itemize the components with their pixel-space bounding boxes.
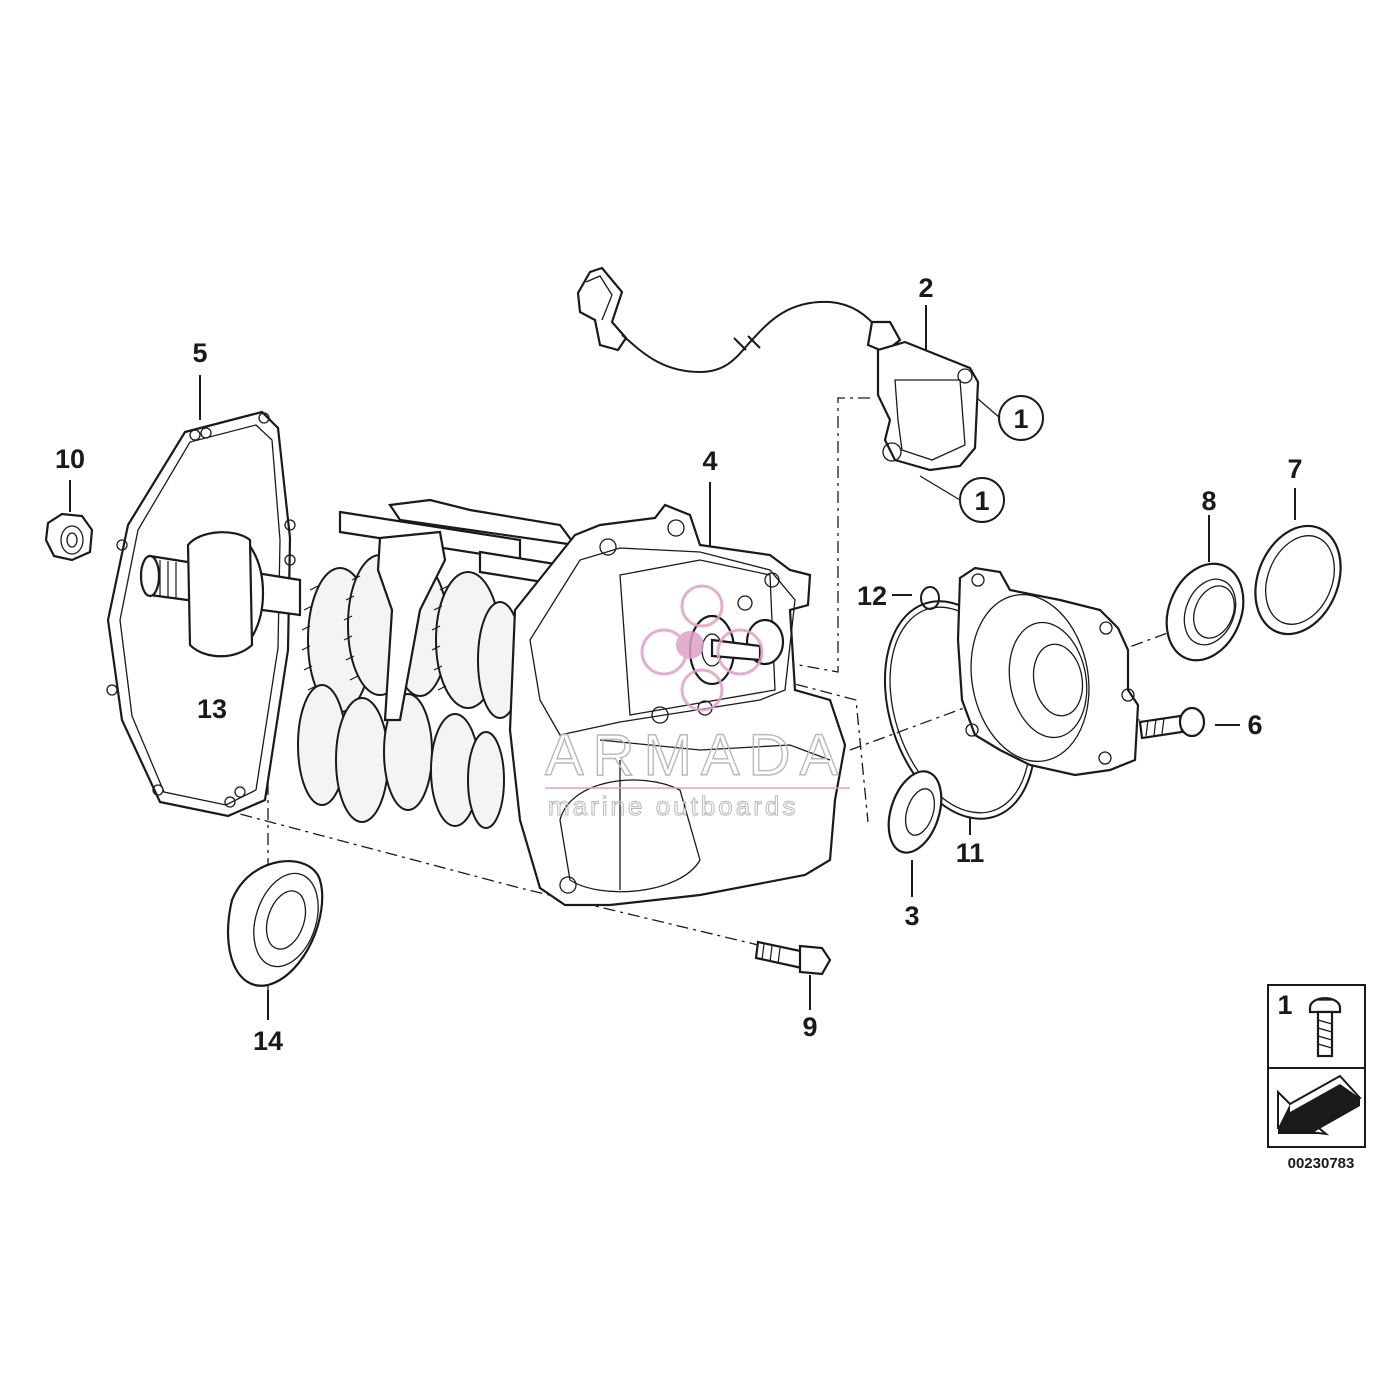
seal-part-8 xyxy=(1165,562,1245,662)
callout-14: 14 xyxy=(253,1026,283,1056)
callout-8: 8 xyxy=(1201,486,1216,516)
callout-13: 13 xyxy=(197,694,227,724)
callout-11: 11 xyxy=(956,838,985,868)
callout-7: 7 xyxy=(1287,454,1302,484)
legend-box: 1 xyxy=(1267,984,1366,1148)
callout-9: 9 xyxy=(802,1012,817,1042)
callout-circle-1b xyxy=(959,477,1005,523)
arrow-icon xyxy=(1277,1074,1362,1136)
callout-12: 12 xyxy=(857,581,887,611)
callout-1a: 1 xyxy=(1013,404,1028,434)
leader-lines xyxy=(69,305,1296,1020)
callout-10: 10 xyxy=(55,444,85,474)
watermark-tagline: marine outboards xyxy=(548,791,798,821)
diagram-reference-number: 00230783 xyxy=(1288,1155,1355,1172)
callout-circle-1a xyxy=(998,395,1044,441)
bearing-part-14 xyxy=(226,859,324,987)
callout-3: 3 xyxy=(904,901,919,931)
watermark-logo xyxy=(640,584,764,712)
shaft-part-13 xyxy=(139,531,302,658)
nut-part-10 xyxy=(44,512,94,562)
legend-item-number: 1 xyxy=(1277,990,1292,1020)
ring-part-7 xyxy=(1254,524,1342,636)
output-housing xyxy=(956,566,1140,777)
callout-1b: 1 xyxy=(974,486,989,516)
o-ring-part-12 xyxy=(920,586,940,610)
callout-5: 5 xyxy=(192,338,207,368)
sensor-part-2 xyxy=(576,266,980,472)
seal-part-3 xyxy=(887,770,943,854)
circled-callouts xyxy=(959,395,1044,523)
screw-icon xyxy=(1308,997,1342,1058)
callout-2: 2 xyxy=(918,273,933,303)
bolt-part-6 xyxy=(1138,706,1206,740)
callout-labels: 1 1 2 3 4 5 6 7 8 9 10 11 12 13 14 xyxy=(55,273,1303,1056)
gearbox-part-4 xyxy=(297,498,847,907)
callout-6: 6 xyxy=(1247,710,1262,740)
watermark-brand: ARMADA xyxy=(545,723,847,788)
bolt-part-9 xyxy=(754,940,832,976)
callout-4: 4 xyxy=(702,446,717,476)
